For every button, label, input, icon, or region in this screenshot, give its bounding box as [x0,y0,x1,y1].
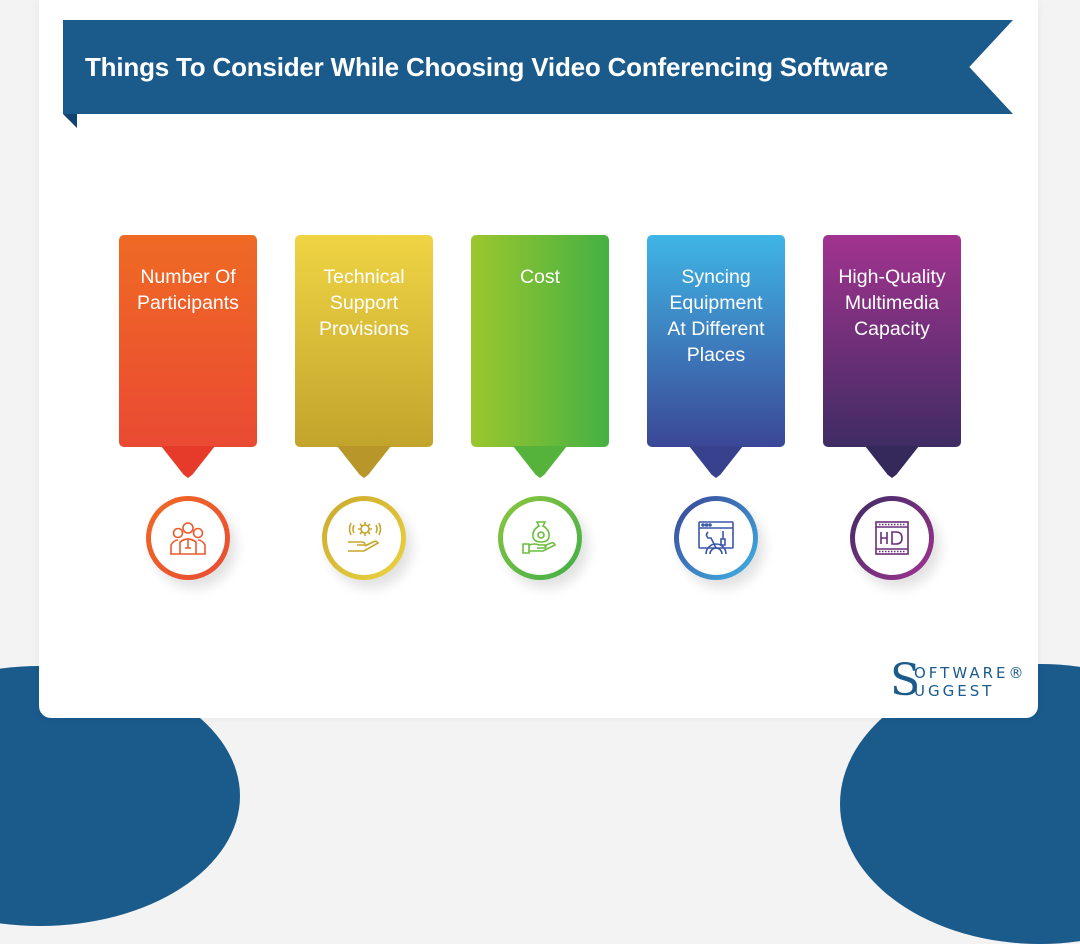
money-bag-hand-icon [522,521,556,554]
banner-fold [63,114,77,128]
software-suggest-logo: S OFTWARE® UGGEST [890,655,1030,706]
pointer-arrow [865,446,919,478]
consideration-item: Syncing Equipment At Different Places [647,235,785,580]
consideration-tag: Syncing Equipment At Different Places [647,235,785,447]
consideration-label: High-Quality Multimedia Capacity [838,266,946,340]
title-banner: Things To Consider While Choosing Video … [63,20,1015,130]
consideration-tag: Technical Support Provisions [295,235,433,447]
logo-line-1: OFTWARE® [914,664,1027,682]
banner-ribbon [63,20,1013,114]
consideration-label: Syncing Equipment At Different Places [667,266,765,366]
icon-circle [498,496,582,580]
team-group-icon [170,522,206,555]
logo-line-2: UGGEST [914,682,995,700]
consideration-item: Number Of Participants [119,235,257,580]
pointer-arrow [513,446,567,478]
consideration-label: Technical Support Provisions [319,266,409,340]
consideration-tag: Number Of Participants [119,235,257,447]
consideration-item: Cost [471,235,609,580]
icon-circle [322,496,406,580]
icon-circle [146,496,230,580]
consideration-tag: Cost [471,235,609,447]
infographic-card: Things To Consider While Choosing Video … [39,0,1038,718]
consideration-item: Technical Support Provisions [295,235,433,580]
pointer-arrow [689,446,743,478]
hd-film-icon [875,521,909,555]
gear-hand-support-icon [348,522,382,552]
pointer-arrow [337,446,391,478]
consideration-item: High-Quality Multimedia Capacity [823,235,961,580]
browser-tools-gear-icon [698,521,734,555]
consideration-tag: High-Quality Multimedia Capacity [823,235,961,447]
consideration-label: Number Of Participants [137,266,239,314]
pointer-arrow [161,446,215,478]
icon-circle [850,496,934,580]
icon-circle [674,496,758,580]
consideration-label: Cost [519,266,561,288]
page-title: Things To Consider While Choosing Video … [85,52,888,82]
logo-big-letter: S [890,655,921,706]
